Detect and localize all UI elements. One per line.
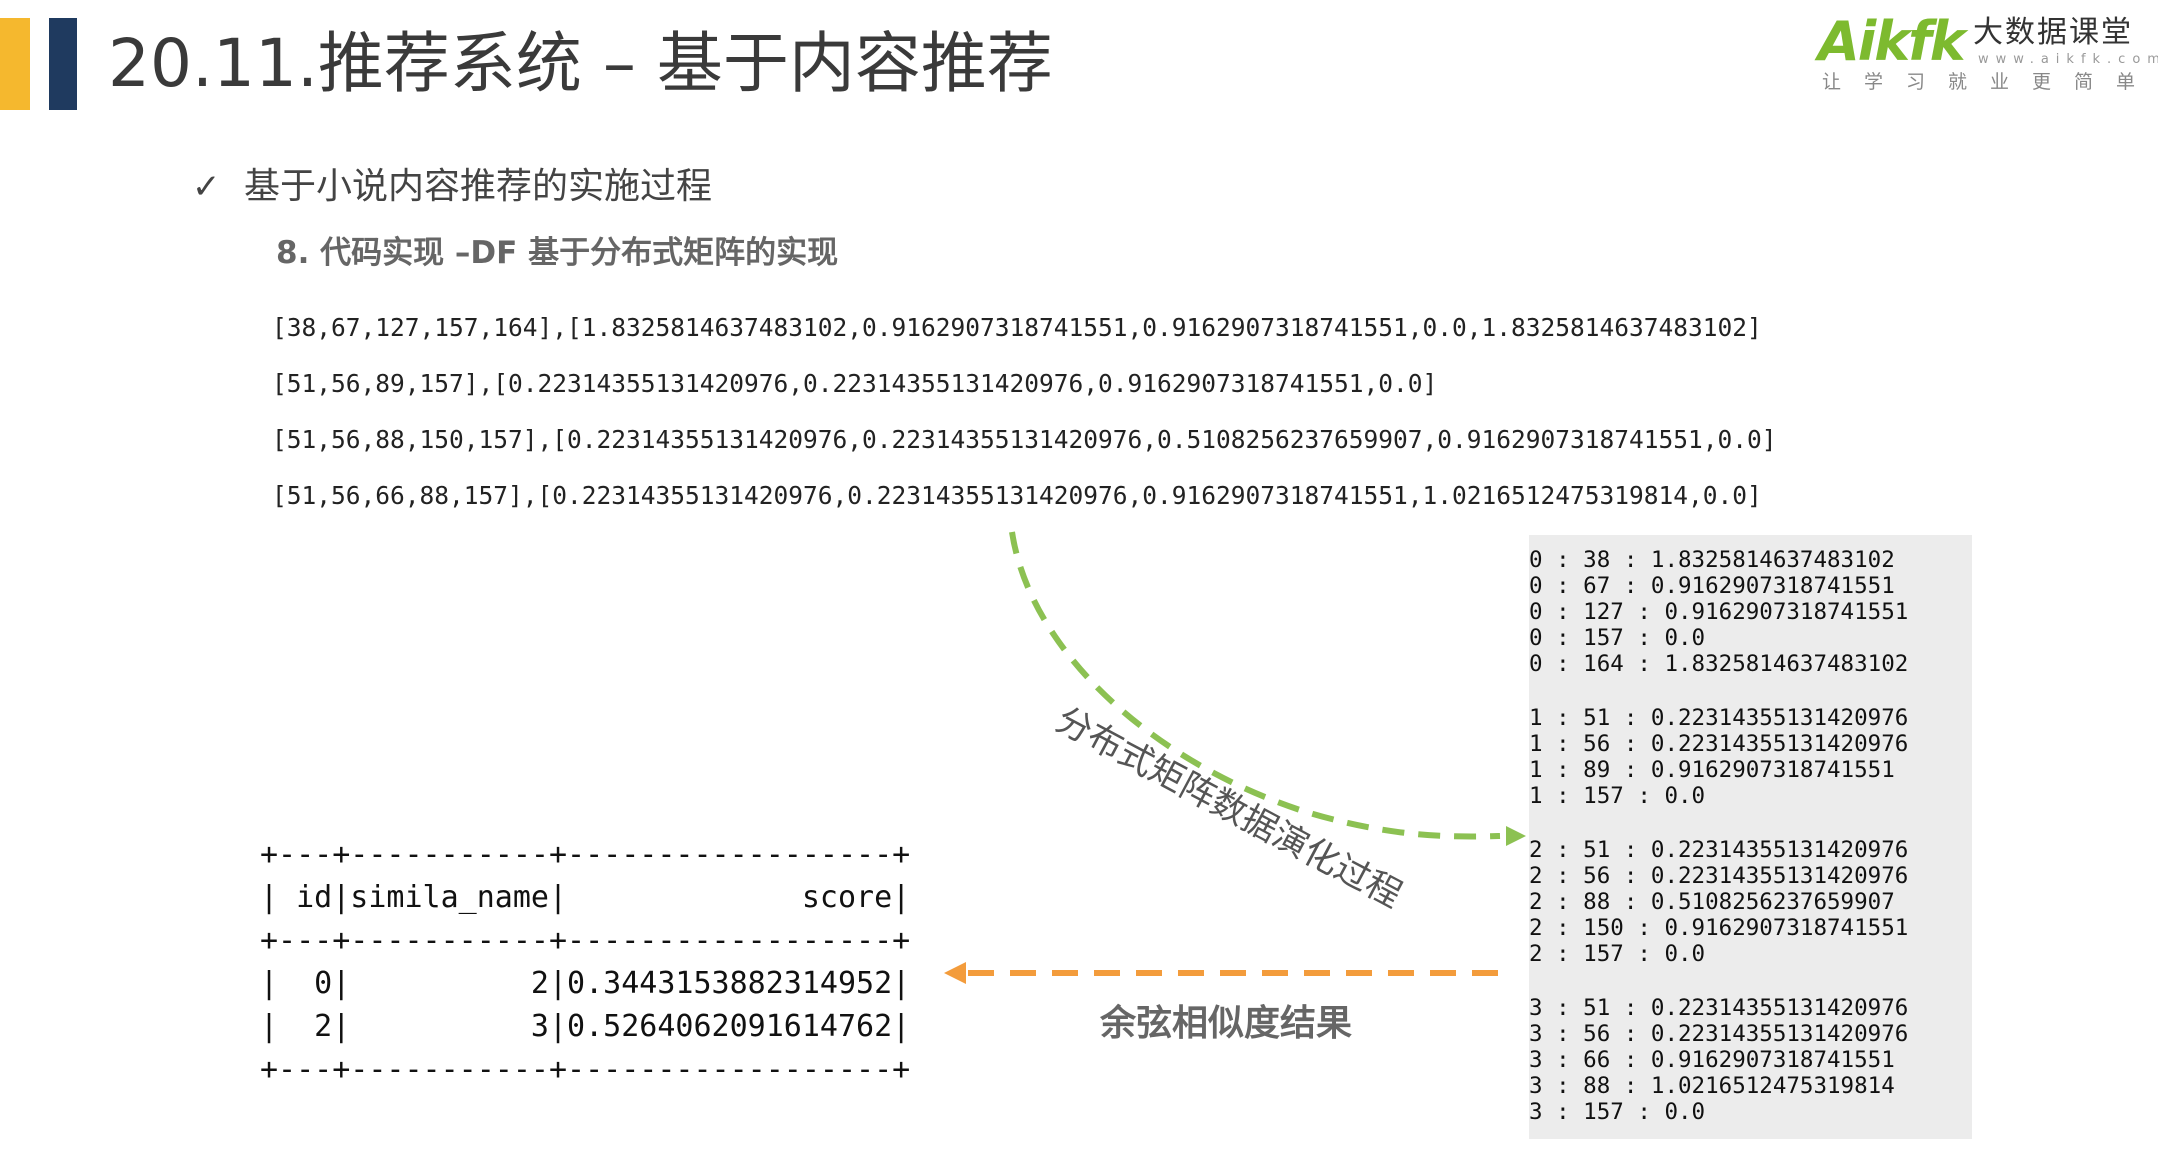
result-arrowhead	[944, 962, 966, 984]
array-line: [51,56,89,157],[0.22314355131420976,0.22…	[272, 369, 1438, 398]
matrix-entry: 0 : 67 : 0.9162907318741551	[1529, 573, 1895, 599]
matrix-entry: 2 : 56 : 0.22314355131420976	[1529, 863, 1909, 889]
matrix-entry: 2 : 150 : 0.9162907318741551	[1529, 915, 1909, 941]
check-icon: ✓	[192, 167, 221, 207]
array-line: [51,56,66,88,157],[0.22314355131420976,0…	[272, 481, 1762, 510]
matrix-entry: 0 : 127 : 0.9162907318741551	[1529, 599, 1909, 625]
logo-brand-mark: Aikfk	[1818, 10, 1966, 73]
cosine-similarity-label: 余弦相似度结果	[1100, 1003, 1353, 1044]
evolution-curve-arrow	[1009, 531, 1501, 840]
matrix-entry: 3 : 66 : 0.9162907318741551	[1529, 1047, 1895, 1073]
matrix-entry: 0 : 157 : 0.0	[1529, 625, 1706, 651]
matrix-entry: 0 : 164 : 1.8325814637483102	[1529, 651, 1909, 677]
brand-logo: Aikfk 大数据课堂 www.aikfk.com 让学习就业更简单	[1818, 10, 2158, 98]
matrix-entry: 2 : 157 : 0.0	[1529, 941, 1706, 967]
matrix-entry: 1 : 157 : 0.0	[1529, 783, 1706, 809]
logo-url: www.aikfk.com	[1978, 52, 2158, 67]
array-line: [51,56,88,150,157],[0.22314355131420976,…	[272, 425, 1777, 454]
accent-bar-navy	[49, 18, 77, 110]
curve-arrowhead	[1506, 826, 1526, 846]
logo-chinese-name: 大数据课堂	[1973, 15, 2133, 50]
table-header: | id|simila_name| score|	[260, 880, 911, 915]
matrix-entry: 3 : 56 : 0.22314355131420976	[1529, 1021, 1909, 1047]
logo-slogan: 让学习就业更简单	[1822, 71, 2158, 93]
matrix-entry: 1 : 89 : 0.9162907318741551	[1529, 757, 1895, 783]
matrix-entry: 3 : 51 : 0.22314355131420976	[1529, 995, 1909, 1021]
section-subheading: 8. 代码实现 –DF 基于分布式矩阵的实现	[276, 235, 839, 271]
matrix-entry: 3 : 88 : 1.0216512475319814	[1529, 1073, 1895, 1099]
array-line: [38,67,127,157,164],[1.8325814637483102,…	[272, 313, 1762, 342]
matrix-entry: 3 : 157 : 0.0	[1529, 1099, 1706, 1125]
matrix-entries-panel	[1529, 535, 1972, 1139]
matrix-entry: 0 : 38 : 1.8325814637483102	[1529, 547, 1895, 573]
bullet-text: 基于小说内容推荐的实施过程	[244, 166, 713, 207]
page-title: 20.11.推荐系统 – 基于内容推荐	[108, 25, 1053, 102]
evolution-curve-label: 分布式矩阵数据演化过程	[1049, 700, 1408, 917]
matrix-entry: 2 : 51 : 0.22314355131420976	[1529, 837, 1909, 863]
matrix-entry: 1 : 56 : 0.22314355131420976	[1529, 731, 1909, 757]
matrix-entry: 2 : 88 : 0.5108256237659907	[1529, 889, 1895, 915]
table-border: +---+-----------+------------------+	[260, 1052, 911, 1087]
bullet-item: ✓ 基于小说内容推荐的实施过程	[192, 162, 712, 212]
table-border: +---+-----------+------------------+	[260, 923, 911, 958]
accent-bar-yellow	[0, 18, 30, 110]
table-border: +---+-----------+------------------+	[260, 837, 911, 872]
matrix-entry: 1 : 51 : 0.22314355131420976	[1529, 705, 1909, 731]
table-row: | 0| 2|0.3443153882314952|	[260, 966, 911, 1001]
table-row: | 2| 3|0.5264062091614762|	[260, 1009, 911, 1044]
